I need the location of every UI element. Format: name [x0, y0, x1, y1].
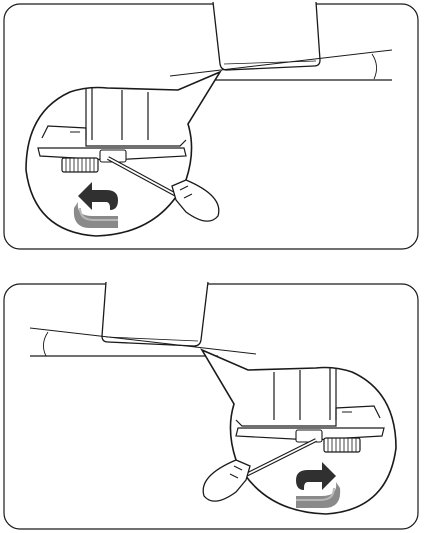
- cabinet-foot-line-top: [223, 60, 317, 65]
- magnified-foot-top: [37, 88, 187, 173]
- tilt-angle-arc-top: [371, 53, 377, 80]
- tilt-line-top: [169, 49, 393, 77]
- screwdriver-bottom: [202, 438, 317, 502]
- cabinet-corner-top: [212, 1, 321, 71]
- panel-bottom: [3, 281, 419, 530]
- turn-arrow-left-icon: [73, 182, 118, 228]
- tilt-angle-arc-bottom: [43, 331, 49, 357]
- panel-top: [3, 1, 419, 250]
- magnified-foot-bottom: [235, 368, 385, 453]
- cabinet-corner-bottom: [101, 281, 209, 347]
- cabinet-foot-line-bottom: [105, 336, 199, 342]
- screwdriver-top: [107, 156, 220, 222]
- turn-arrow-right-icon: [296, 462, 341, 508]
- tilt-line-bottom: [29, 327, 257, 355]
